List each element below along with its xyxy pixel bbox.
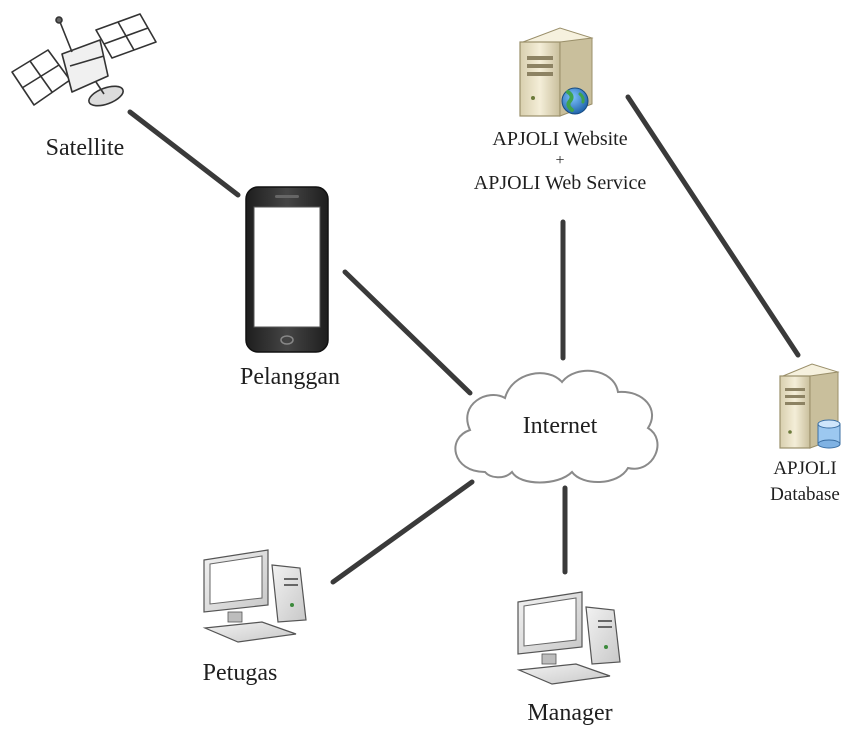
internet-label: Internet	[522, 413, 598, 439]
database-label-line1: APJOLI	[773, 458, 837, 479]
web-server-icon	[519, 27, 594, 117]
smartphone-icon	[245, 186, 329, 353]
link-pelanggan-internet	[342, 269, 473, 396]
link-internet-petugas	[330, 479, 475, 585]
internet-cloud-icon	[454, 369, 659, 484]
database-label-line2: Database	[770, 484, 840, 505]
web-server-label-line1: APJOLI Website	[492, 128, 628, 150]
pelanggan-label: Pelanggan	[240, 364, 340, 390]
database-server-icon	[779, 363, 841, 449]
connection-lines	[127, 94, 801, 585]
manager-computer-icon	[516, 591, 621, 685]
manager-label: Manager	[527, 700, 613, 726]
database-label: APJOLI Database	[760, 456, 850, 508]
satellite-icon	[11, 13, 157, 107]
link-satellite-pelanggan	[127, 109, 241, 198]
satellite-label: Satellite	[45, 135, 125, 161]
web-server-label-line3: APJOLI Web Service	[473, 172, 647, 194]
database-cylinder-icon	[817, 419, 841, 449]
petugas-label: Petugas	[202, 660, 278, 686]
link-webserver-database	[625, 94, 801, 358]
web-server-label: APJOLI Website + APJOLI Web Service	[440, 126, 680, 196]
web-server-label-line2: +	[555, 152, 565, 169]
petugas-computer-icon	[202, 549, 307, 643]
